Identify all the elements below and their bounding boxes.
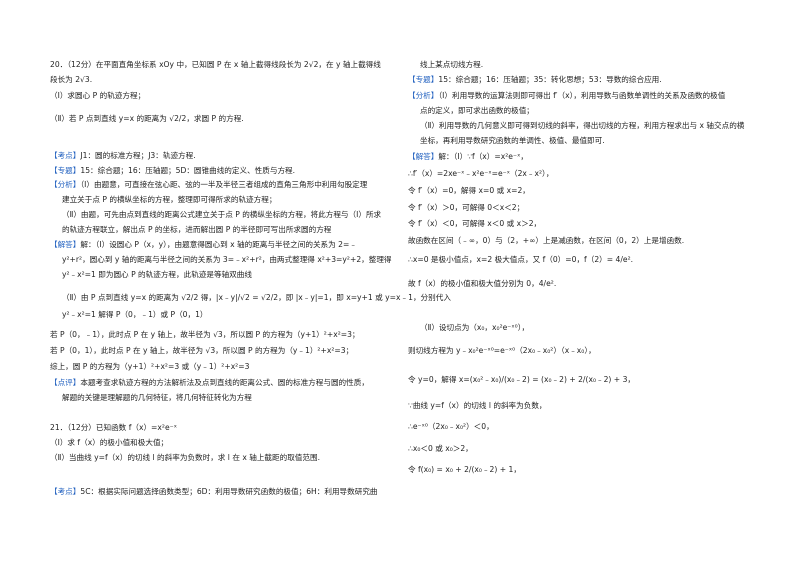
r-fenxi-text-1: （Ⅰ）利用导数的运算法则即可得出 f′（x），利用导数与函数单调性的关系及函数的… [438,91,726,100]
q20-line-2: 段长为 2√3. [50,75,93,84]
jieda-line-4: （Ⅱ）由 P 点到直线 y=x 的距离为 √2/2 得，|x﹣y|/√2 = √… [62,293,451,302]
dianping-line-2: 解题的关键是理解题的几何特征，将几何特征转化为方程 [62,393,252,402]
fenxi-line-2: 建立关于点 P 的横纵坐标的方程，整理即可得所求的轨迹方程； [62,195,277,204]
dianping-text-1: 本题考查求轨迹方程的方法解析法及点到直线的距离公式、圆的标准方程与圆的性质， [80,378,369,387]
dianping-tag: 【点评】 [50,378,81,387]
r-zhuanti-tag: 【专题】 [408,75,439,84]
q20-part-2: （Ⅱ）若 P 点到直线 y=x 的距离为 √2/2，求圆 P 的方程. [50,114,244,123]
kaodian-tag: 【考点】 [50,151,81,160]
kaodian2-tag: 【考点】 [50,487,81,496]
jieda-line-1: 【解答】解：（Ⅰ）设圆心 P（x，y），由题意得圆心到 x 轴的距离与半径之间的… [50,240,357,250]
jieda-line-8: 综上，圆 P 的方程为（y+1）²+x²=3 或（y﹣1）²+x²=3 [50,362,250,371]
r-jieda-line-6: 故函数在区间（﹣∞，0）与（2，+∞）上是减函数，在区间（0，2）上是增函数. [408,236,685,245]
r-jieda-line-13: ∴e⁻ˣ⁰（2x₀﹣x₀²）＜0， [408,422,494,431]
right-line-1: 线上某点切线方程. [420,60,484,69]
r-jieda-line-2: ∴f′（x）=2xe⁻ˣ﹣x²e⁻ˣ=e⁻ˣ（2x﹣x²）， [408,169,554,178]
q21-part-1: （Ⅰ）求 f（x）的极小值和极大值； [50,438,169,447]
r-jieda-line-11: 令 y=0，解得 x=(x₀²﹣x₀)/(x₀﹣2) = (x₀﹣2) + 2/… [408,375,635,384]
r-jieda-line-3: 令 f′（x）=0，解得 x=0 或 x=2， [408,186,530,195]
r-jieda-line-1: 【解答】解：（Ⅰ）∵f（x）=x²e⁻ˣ， [408,152,528,162]
r-fenxi-line-3: （Ⅱ）利用导数的几何意义即可得到切线的斜率，得出切线的方程，利用方程求出与 x … [420,121,745,130]
jieda-text-1: 解：（Ⅰ）设圆心 P（x，y），由题意得圆心到 x 轴的距离与半径之间的关系为 … [80,240,357,249]
kaodian-line: 【考点】J1：圆的标准方程；J3：轨迹方程. [50,151,196,161]
r-jieda-line-12: ∵曲线 y=f（x）的切线 l 的斜率为负数， [408,401,547,410]
fenxi-text-1: （Ⅰ）由题意，可直接在弦心距、弦的一半及半径三者组成的直角三角形中利用勾股定理 [80,180,368,189]
fenxi-line-4: 的轨迹方程联立，解出点 P 的坐标，进而解出圆 P 的半径即可写出所求圆的方程 [62,225,332,234]
r-jieda-tag: 【解答】 [408,152,439,161]
r-fenxi-tag: 【分析】 [408,91,439,100]
r-jieda-line-8: 故 f（x）的极小值和极大值分别为 0，4/e². [408,279,557,288]
fenxi-tag: 【分析】 [50,180,81,189]
r-jieda-line-4: 令 f′（x）＞0，可解得 0＜x＜2； [408,203,525,212]
jieda-line-5: y²﹣x²=1 解得 P（0，﹣1）或 P（0，1） [62,310,208,319]
kaodian2-line: 【考点】5C：根据实际问题选择函数类型；6D：利用导数研究函数的极值；6H：利用… [50,487,378,497]
r-jieda-line-15: 令 f(x₀) = x₀ + 2/(x₀﹣2) + 1， [408,465,521,474]
q20-line-1: 20．（12分）在平面直角坐标系 xOy 中，已知圆 P 在 x 轴上截得线段长… [50,60,381,69]
jieda-line-6: 若 P（0，﹣1），此时点 P 在 y 轴上，故半径为 √3，所以圆 P 的方程… [50,330,360,339]
jieda-line-3: y²﹣x²=1 即为圆心 P 的轨迹方程，此轨迹是等轴双曲线 [62,270,252,279]
r-fenxi-line-2: 点的定义，即可求出函数的极值； [420,106,534,115]
r-jieda-line-5: 令 f′（x）＜0，可解得 x＜0 或 x＞2， [408,219,542,228]
r-jieda-line-14: ∴x₀＜0 或 x₀＞2， [408,444,473,453]
kaodian2-text: 5C：根据实际问题选择函数类型；6D：利用导数研究函数的极值；6H：利用导数研究… [80,487,378,496]
fenxi-line-1: 【分析】（Ⅰ）由题意，可直接在弦心距、弦的一半及半径三者组成的直角三角形中利用勾… [50,180,367,190]
r-fenxi-line-1: 【分析】（Ⅰ）利用导数的运算法则即可得出 f′（x），利用导数与函数单调性的关系… [408,91,725,101]
zhuanti-tag: 【专题】 [50,166,81,175]
r-zhuanti-line: 【专题】15：综合题；16：压轴题；35：转化思想；53：导数的综合应用. [408,75,662,85]
jieda-line-2: y²+r²，圆心到 y 轴的距离与半径之间的关系为 3=﹣x²+r²，由两式整理… [62,255,392,264]
r-fenxi-line-4: 坐标，再利用导数研究函数的单调性、极值、最值即可. [420,136,605,145]
dianping-line-1: 【点评】本题考查求轨迹方程的方法解析法及点到直线的距离公式、圆的标准方程与圆的性… [50,378,369,388]
r-jieda-line-9: （Ⅱ）设切点为（x₀，x₀²e⁻ˣ⁰）， [420,323,530,332]
jieda-line-7: 若 P（0，1），此时点 P 在 y 轴上，故半径为 √3，所以圆 P 的方程为… [50,346,354,355]
q21-line-1: 21．（12分）已知函数 f（x）=x²e⁻ˣ [50,423,177,432]
r-jieda-line-7: ∴x=0 是极小值点，x=2 极大值点，又 f（0）=0，f（2）= 4/e². [408,255,634,264]
zhuanti-line: 【专题】15：综合题；16：压轴题；5D：圆锥曲线的定义、性质与方程. [50,166,295,176]
fenxi-line-3: （Ⅱ）由题，可先由点到直线的距离公式建立关于点 P 的横纵坐标的方程，将此方程与… [62,210,382,219]
r-jieda-text-1: 解：（Ⅰ）∵f（x）=x²e⁻ˣ， [438,152,528,161]
kaodian-text: J1：圆的标准方程；J3：轨迹方程. [80,151,196,160]
q21-part-2: （Ⅱ）当曲线 y=f（x）的切线 l 的斜率为负数时，求 l 在 x 轴上截距的… [50,453,321,462]
q20-part-1: （Ⅰ）求圆心 P 的轨迹方程； [50,91,146,100]
jieda-tag: 【解答】 [50,240,81,249]
r-zhuanti-text: 15：综合题；16：压轴题；35：转化思想；53：导数的综合应用. [438,75,662,84]
zhuanti-text: 15：综合题；16：压轴题；5D：圆锥曲线的定义、性质与方程. [80,166,296,175]
r-jieda-line-10: 则切线方程为 y﹣x₀²e⁻ˣ⁰=e⁻ˣ⁰（2x₀﹣x₀²）（x﹣x₀）， [408,346,596,355]
